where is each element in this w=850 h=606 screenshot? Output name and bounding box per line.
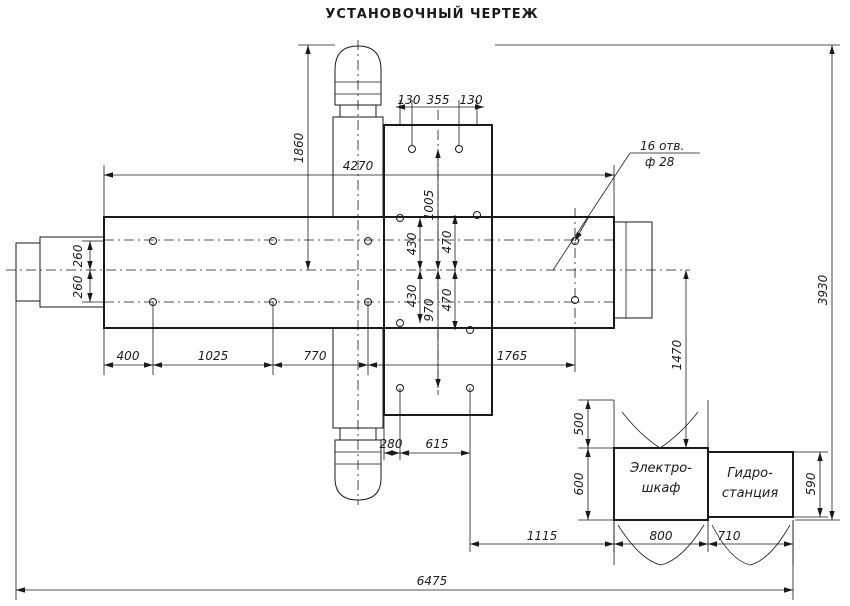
top-motor (332, 45, 384, 218)
mounting-holes (149, 145, 579, 392)
mounting-hole (466, 326, 474, 334)
dim-430-top: 430 (405, 232, 419, 255)
mounting-hole (396, 214, 404, 222)
door-swing-arcs (613, 400, 794, 566)
holes-count-label: 16 отв. (640, 139, 684, 153)
dim-615: 615 (426, 437, 449, 451)
dim-1115: 1115 (527, 529, 558, 543)
dim-500: 500 (572, 412, 586, 435)
holes-diameter-label: ф 28 (645, 155, 675, 169)
electric-cabinet-label-2: шкаф (642, 481, 681, 496)
electric-cabinet: Электро- шкаф (613, 447, 709, 521)
hydraulic-station-label-1: Гидро- (727, 466, 773, 481)
mounting-hole (408, 145, 416, 153)
dim-1005: 1005 (422, 190, 436, 221)
mounting-hole (571, 296, 579, 304)
electric-cabinet-label-1: Электро- (629, 461, 692, 476)
dim-970: 970 (422, 298, 436, 321)
dim-1025: 1025 (198, 349, 229, 363)
dim-4270: 4270 (343, 159, 374, 173)
dim-130-left: 130 (398, 93, 421, 107)
dim-770: 770 (304, 349, 327, 363)
mounting-hole (473, 211, 481, 219)
dim-3930: 3930 (816, 274, 830, 305)
dim-470-bottom: 470 (440, 288, 454, 311)
dim-355: 355 (427, 93, 450, 107)
dim-430-bottom: 430 (405, 284, 419, 307)
dim-1765: 1765 (497, 349, 528, 363)
dim-260-top: 260 (71, 244, 85, 267)
center-lines (6, 40, 690, 505)
dimension-lines (15, 44, 840, 600)
dim-6475: 6475 (417, 574, 448, 588)
dim-1470: 1470 (670, 339, 684, 370)
dimension-labels: 130 355 130 1860 4270 16 отв. ф 28 1005 … (71, 93, 830, 588)
dim-400: 400 (117, 349, 140, 363)
hydraulic-station: Гидро- станция (707, 451, 794, 518)
mounting-hole (149, 237, 157, 245)
mounting-hole (396, 319, 404, 327)
dim-800: 800 (650, 529, 673, 543)
hydraulic-station-label-2: станция (722, 486, 778, 501)
dim-590: 590 (804, 472, 818, 495)
mounting-hole (364, 237, 372, 245)
dim-260-bottom: 260 (71, 275, 85, 298)
mounting-hole (455, 145, 463, 153)
dim-710: 710 (718, 529, 741, 543)
drawing-title: УСТАНОВОЧНЫЙ ЧЕРТЕЖ (325, 6, 538, 22)
dim-1860: 1860 (292, 132, 306, 163)
dim-130-right: 130 (460, 93, 483, 107)
dim-600: 600 (572, 472, 586, 495)
mounting-hole (269, 237, 277, 245)
dim-280: 280 (380, 437, 403, 451)
dim-470-top: 470 (440, 230, 454, 253)
